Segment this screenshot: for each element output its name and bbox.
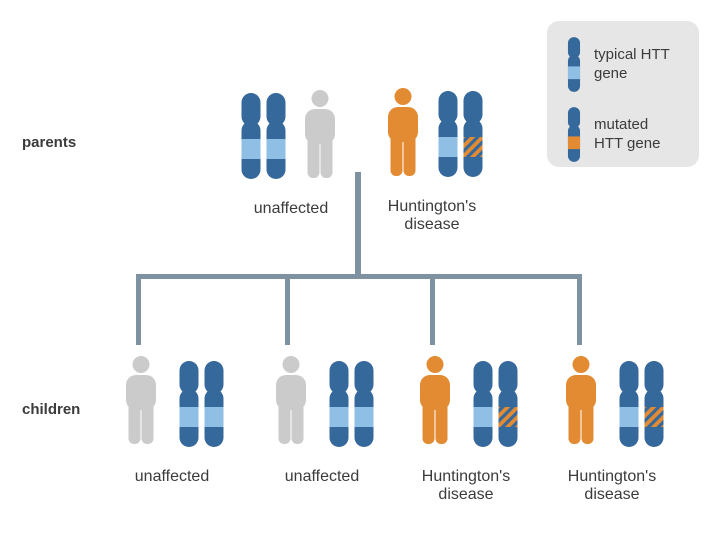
parent-unaffected-group: unaffected xyxy=(231,90,351,218)
parents-row-label: parents xyxy=(22,134,77,151)
affected-person-icon xyxy=(413,356,457,444)
affected-person-icon xyxy=(559,356,603,444)
chromosome-pair xyxy=(178,361,225,447)
unaffected-person-icon xyxy=(298,90,342,178)
unaffected-person-icon xyxy=(119,356,163,444)
parents-connector-line xyxy=(355,172,361,275)
parent-affected-group: Huntington's disease xyxy=(372,88,492,235)
legend-item-mutated: mutated HTT gene xyxy=(567,107,691,162)
legend-label-typical: typical HTT gene xyxy=(594,45,670,82)
parent-unaffected-icons xyxy=(240,90,342,179)
legend-label-mutated: mutated HTT gene xyxy=(594,115,661,152)
typical-chromosome-icon xyxy=(178,361,200,447)
typical-chromosome-icon xyxy=(240,93,262,179)
mutated-chromosome-icon xyxy=(462,91,484,177)
typical-chromosome-icon xyxy=(328,361,350,447)
child-1-caption: unaffected xyxy=(134,468,210,485)
typical-chromosome-icon xyxy=(265,93,287,179)
child-3-caption: Huntington's disease xyxy=(421,468,511,504)
child-2-connector-line xyxy=(285,274,290,345)
child-4-icons xyxy=(559,356,665,447)
child-3-icons xyxy=(413,356,519,447)
typical-chromosome-icon xyxy=(567,37,581,92)
unaffected-person-icon xyxy=(269,356,313,444)
parent-affected-icons xyxy=(381,88,484,177)
legend-box: typical HTT gene mutated HTT gene xyxy=(547,21,699,167)
child-4-group: Huntington's disease xyxy=(552,356,672,505)
parent-unaffected-caption: unaffected xyxy=(253,200,329,217)
typical-chromosome-icon xyxy=(437,91,459,177)
legend-item-typical: typical HTT gene xyxy=(567,37,691,92)
child-2-group: unaffected xyxy=(262,356,382,486)
chromosome-pair xyxy=(437,91,484,177)
typical-chromosome-icon xyxy=(472,361,494,447)
chromosome-pair xyxy=(328,361,375,447)
child-1-icons xyxy=(119,356,225,447)
child-2-caption: unaffected xyxy=(284,468,360,485)
chromosome-pair xyxy=(240,93,287,179)
chromosome-pair xyxy=(618,361,665,447)
child-3-group: Huntington's disease xyxy=(406,356,526,505)
child-3-connector-line xyxy=(430,274,435,345)
affected-person-icon xyxy=(381,88,425,176)
child-2-icons xyxy=(269,356,375,447)
children-row-label: children xyxy=(22,401,81,418)
mutated-chromosome-icon xyxy=(643,361,665,447)
parent-affected-caption: Huntington's disease xyxy=(387,198,477,234)
typical-chromosome-icon xyxy=(353,361,375,447)
sibling-line xyxy=(136,274,582,279)
child-4-caption: Huntington's disease xyxy=(567,468,657,504)
child-4-connector-line xyxy=(577,274,582,345)
chromosome-pair xyxy=(472,361,519,447)
mutated-chromosome-icon xyxy=(497,361,519,447)
child-1-connector-line xyxy=(136,274,141,345)
child-1-group: unaffected xyxy=(112,356,232,486)
typical-chromosome-icon xyxy=(618,361,640,447)
mutated-chromosome-icon xyxy=(567,107,581,162)
typical-chromosome-icon xyxy=(203,361,225,447)
